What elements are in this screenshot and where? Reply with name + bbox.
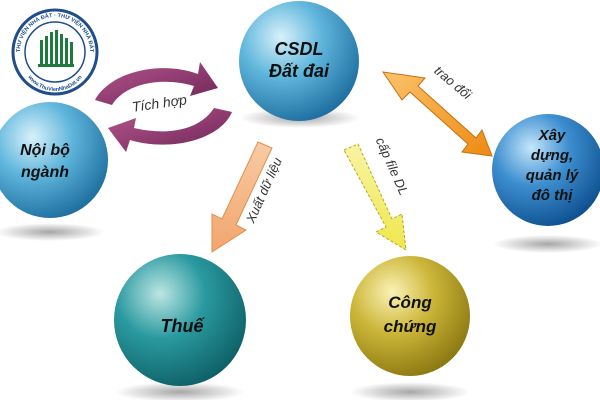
node-xaydung-circle [492, 114, 600, 226]
node-noibo: Nội bộ ngành [0, 102, 108, 218]
node-csdl-line-1: CSDL [275, 39, 324, 59]
node-noibo-line-1: Nội bộ [20, 142, 70, 159]
node-thue: Thuế [114, 254, 246, 386]
tichhop-arrow-bottom [108, 108, 232, 152]
node-thue-line-1: Thuế [161, 316, 206, 336]
capfile-arrow [343, 143, 407, 251]
xuatdulieu-arrow [211, 141, 273, 253]
node-csdl-line-2: Đất đai [269, 61, 330, 81]
capfile-label: cấp file DL [373, 135, 412, 197]
node-noibo-circle [0, 102, 108, 218]
node-noibo-line-2: ngành [21, 164, 69, 181]
edge-tichhop: Tích hợp [95, 62, 232, 152]
node-csdl: CSDL Đất đai [239, 1, 359, 121]
edge-traodoi: trao đổi [381, 63, 493, 157]
tichhop-arrow-top [95, 62, 218, 105]
node-thue-circle [114, 254, 246, 386]
edge-xuatdulieu: Xuất dữ liệu [211, 141, 285, 253]
traodoi-double-arrow [381, 71, 493, 157]
logo-emblem-icon [38, 30, 74, 67]
edge-capfile: cấp file DL [343, 135, 412, 251]
node-congchung-line-1: Công [388, 293, 432, 312]
node-csdl-circle [239, 1, 359, 121]
node-xaydung-line-4: đô thị [532, 187, 574, 204]
logo: THƯ VIỆN NHÀ ĐẤT · THƯ VIỆN NHÀ ĐẤT www.… [11, 8, 99, 96]
node-xaydung: Xây dựng, quản lý đô thị [492, 114, 600, 226]
node-congchung: Công chứng [350, 256, 470, 376]
node-congchung-line-2: chứng [384, 317, 437, 336]
node-xaydung-line-2: dựng, [531, 147, 573, 164]
node-congchung-circle [350, 256, 470, 376]
node-xaydung-line-1: Xây [538, 127, 566, 144]
traodoi-label: trao đổi [431, 63, 475, 103]
tichhop-label: Tích hợp [131, 91, 188, 115]
node-xaydung-line-3: quản lý [526, 167, 579, 184]
